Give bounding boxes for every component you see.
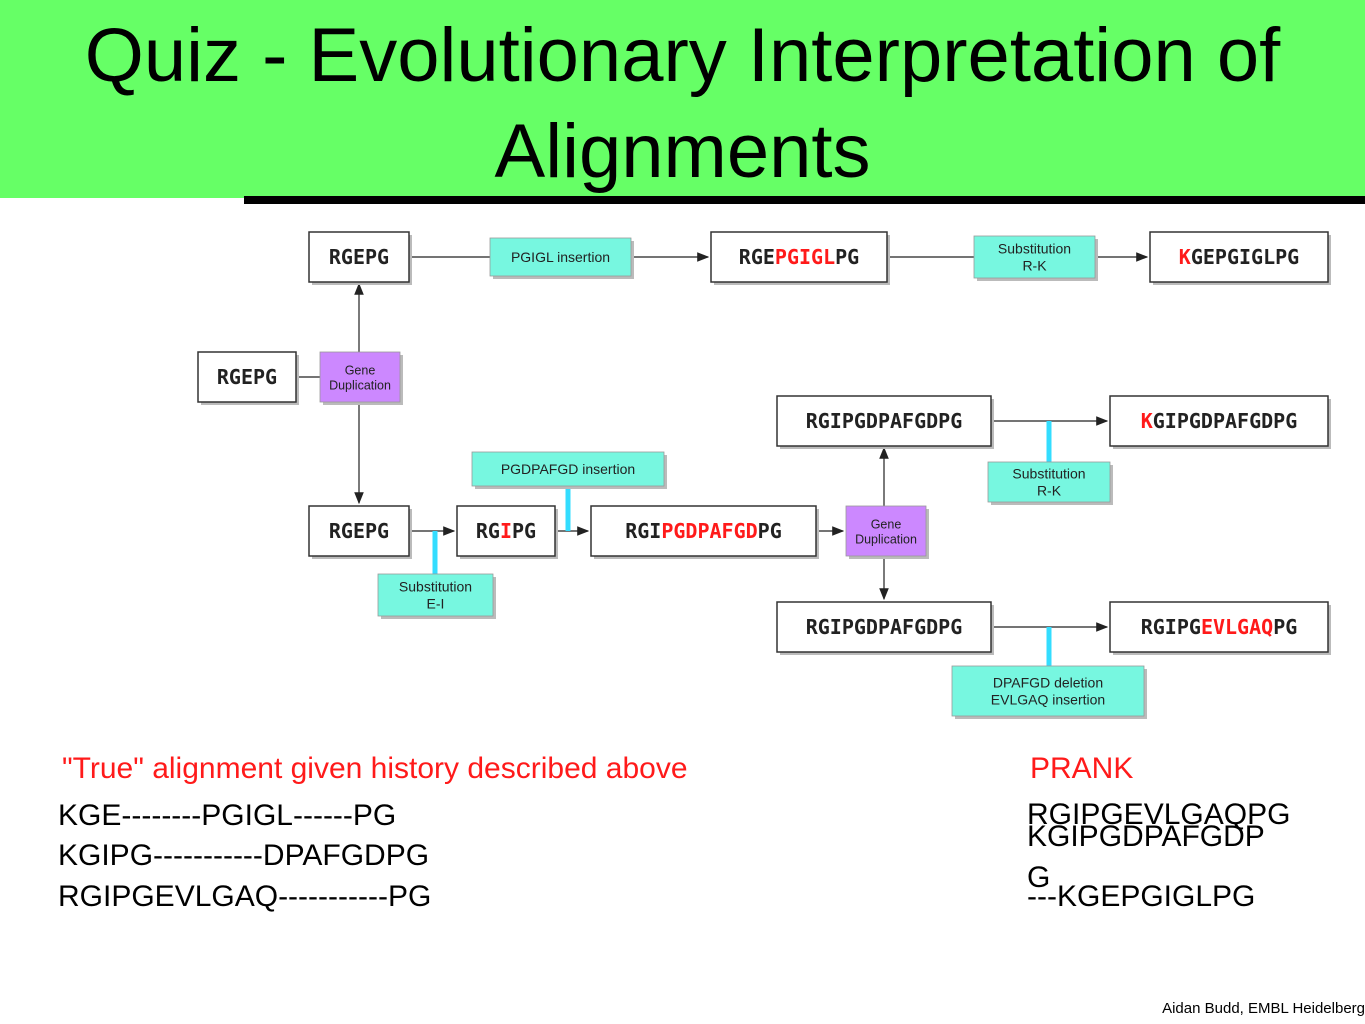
sequence-segment: RGI: [625, 519, 661, 543]
event-label-text: Duplication: [329, 379, 391, 393]
sequence-label: KGIPGDPAFGDPG: [1141, 409, 1298, 433]
changed-residues: EVLGAQ: [1201, 615, 1273, 639]
sequence-label: RGEPGIGLPG: [739, 245, 859, 269]
event-label-text: Gene: [345, 364, 376, 378]
sequence-label: RGIPGDPAFGDPG: [806, 615, 963, 639]
title-underline: [244, 196, 1365, 204]
sequence-segment: RGIPGDPAFGDPG: [806, 409, 963, 433]
sequence-label: RGIPGDPAFGDPG: [625, 519, 782, 543]
sequence-box: [197, 351, 297, 403]
sequence-segment: RGIPG: [1141, 615, 1201, 639]
footer-credit: Aidan Budd, EMBL Heidelberg: [1162, 1000, 1365, 1017]
event-label-text: PGDPAFGD insertion: [501, 461, 635, 477]
changed-residues: K: [1141, 409, 1153, 433]
event-label-text: PGIGL insertion: [511, 249, 610, 265]
event-label-box: [471, 451, 665, 487]
prank-row: ---KGEPGIGLPG: [1027, 880, 1256, 913]
event-label-text: Duplication: [855, 533, 917, 547]
event-label-box: [489, 237, 632, 277]
sequence-segment: PG: [1273, 615, 1297, 639]
event-label-text: E-I: [427, 596, 445, 612]
true-alignment-heading: "True" alignment given history described…: [62, 752, 688, 785]
gene-duplication-node: [845, 505, 927, 557]
changed-residues: PGIGL: [775, 245, 835, 269]
sequence-box: [1149, 231, 1329, 283]
prank-row: G: [1027, 861, 1051, 894]
sequence-label: RGIPGDPAFGDPG: [806, 409, 963, 433]
changed-residues: PGDPAFGD: [661, 519, 757, 543]
changed-residues: K: [1179, 245, 1191, 269]
sequence-box: [1109, 395, 1329, 447]
sequence-segment: RGEPG: [329, 245, 389, 269]
sequence-segment: RG: [476, 519, 500, 543]
true-alignment-row: KGIPG-----------DPAFGDPG: [58, 839, 430, 872]
event-label-text: R-K: [1037, 483, 1062, 499]
sequence-box: [776, 601, 992, 653]
sequence-label: RGEPG: [329, 519, 389, 543]
changed-residues: I: [500, 519, 512, 543]
prank-heading: PRANK: [1030, 752, 1134, 785]
sequence-segment: RGIPGDPAFGDPG: [806, 615, 963, 639]
sequence-label: RGEPG: [217, 365, 277, 389]
true-alignment-row: KGE--------PGIGL------PG: [58, 799, 397, 832]
sequence-segment: RGE: [739, 245, 775, 269]
event-label-box: [973, 235, 1096, 279]
gene-duplication-node: [319, 351, 401, 403]
sequence-segment: PG: [758, 519, 782, 543]
event-label-text: R-K: [1022, 258, 1047, 274]
event-label-box: [377, 573, 494, 617]
sequence-box: [308, 231, 410, 283]
sequence-box: [1109, 601, 1329, 653]
event-label-text: Substitution: [998, 241, 1071, 257]
prank-row: KGIPGDPAFGDP: [1027, 820, 1265, 853]
sequence-box: [308, 505, 410, 557]
event-label-text: DPAFGD deletion: [993, 675, 1103, 691]
sequence-segment: PG: [835, 245, 859, 269]
sequence-box: [456, 505, 556, 557]
event-label-text: EVLGAQ insertion: [991, 692, 1105, 708]
event-label-text: Substitution: [399, 579, 472, 595]
sequence-box: [590, 505, 817, 557]
sequence-label: KGEPGIGLPG: [1179, 245, 1299, 269]
sequence-segment: PG: [512, 519, 536, 543]
sequence-label: RGIPG: [476, 519, 536, 543]
event-label-box: [951, 665, 1145, 717]
prank-row: RGIPGEVLGAQPG: [1027, 798, 1291, 831]
event-label-box: [987, 461, 1111, 503]
sequence-segment: RGEPG: [329, 519, 389, 543]
event-label-text: Substitution: [1012, 466, 1085, 482]
diagram-connectors: [296, 252, 1149, 666]
sequence-segment: GIPGDPAFGDPG: [1153, 409, 1298, 433]
true-alignment-row: RGIPGEVLGAQ-----------PG: [58, 880, 432, 913]
sequence-segment: RGEPG: [217, 365, 277, 389]
sequence-segment: GEPGIGLPG: [1191, 245, 1299, 269]
slide-title: Quiz - Evolutionary Interpretation of Al…: [84, 13, 1281, 194]
sequence-label: RGEPG: [329, 245, 389, 269]
title-band: [0, 0, 1365, 198]
sequence-box: [776, 395, 992, 447]
sequence-label: RGIPGEVLGAQPG: [1141, 615, 1298, 639]
event-label-text: Gene: [871, 518, 902, 532]
sequence-box: [710, 231, 888, 283]
